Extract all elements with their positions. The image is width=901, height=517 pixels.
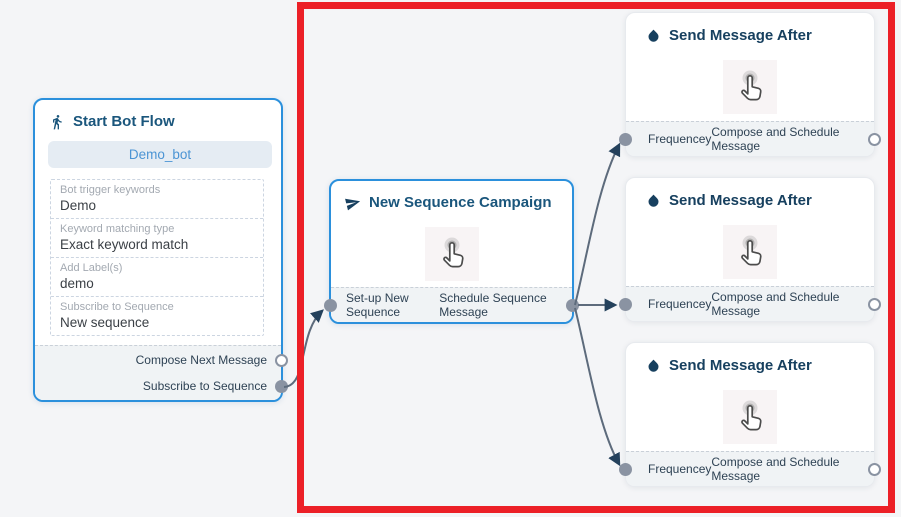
node-header: New Sequence Campaign xyxy=(331,181,572,217)
node-header: Send Message After xyxy=(626,343,874,380)
send-message-after-node-2[interactable]: Send Message After Frequencey Compose an… xyxy=(619,177,881,322)
node-header: Send Message After xyxy=(626,178,874,215)
output-port-label: Subscribe to Sequence xyxy=(142,379,267,393)
node-footer: Frequencey Compose and Schedule Message xyxy=(619,121,881,156)
edge-sequence-to-sma-3 xyxy=(574,307,621,467)
field-row[interactable]: Subscribe to Sequence New sequence xyxy=(51,297,263,335)
field-row[interactable]: Add Label(s) demo xyxy=(51,258,263,297)
new-sequence-campaign-node[interactable]: New Sequence Campaign Set-up New Sequenc… xyxy=(324,179,579,324)
input-port-label: Frequencey xyxy=(648,297,712,311)
node-title: New Sequence Campaign xyxy=(369,194,552,211)
field-value: demo xyxy=(60,276,94,291)
send-icon xyxy=(345,195,361,211)
output-port-label: Schedule Sequence Message xyxy=(439,291,547,319)
water-drop-icon xyxy=(646,28,661,43)
output-port-compose-next-message[interactable] xyxy=(275,353,288,367)
field-label: Subscribe to Sequence xyxy=(60,301,174,313)
edge-sequence-to-sma-1 xyxy=(574,142,621,306)
node-header: Start Bot Flow xyxy=(35,100,281,136)
node-title: Send Message After xyxy=(669,192,812,209)
output-port-label: Compose and Schedule Message xyxy=(711,455,840,483)
field-value: Demo xyxy=(60,198,97,213)
node-footer: Frequencey Compose and Schedule Message xyxy=(619,451,881,486)
tap-hand-icon xyxy=(741,235,762,265)
tap-hand-icon xyxy=(741,400,762,430)
start-bot-flow-node[interactable]: Start Bot Flow Demo_bot Bot trigger keyw… xyxy=(33,98,288,402)
water-drop-icon xyxy=(646,358,661,373)
input-port-setup-new-sequence[interactable] xyxy=(324,298,337,312)
output-port-schedule-sequence-message[interactable] xyxy=(566,298,579,312)
output-port-compose-and-schedule[interactable] xyxy=(868,297,881,311)
field-row[interactable]: Keyword matching type Exact keyword matc… xyxy=(51,219,263,258)
send-message-after-node-3[interactable]: Send Message After Frequencey Compose an… xyxy=(619,342,881,487)
input-port-label: Set-up New Sequence xyxy=(346,291,409,319)
field-value: Exact keyword match xyxy=(60,237,189,252)
walking-person-icon xyxy=(49,114,65,130)
send-message-after-node-1[interactable]: Send Message After Frequencey Compose an… xyxy=(619,12,881,157)
node-footer: Frequencey Compose and Schedule Message xyxy=(619,286,881,321)
output-port-compose-and-schedule[interactable] xyxy=(868,462,881,476)
node-title: Send Message After xyxy=(669,27,812,44)
output-port-label: Compose and Schedule Message xyxy=(711,290,840,318)
output-port-label: Compose Next Message xyxy=(135,353,267,367)
input-port-frequencey[interactable] xyxy=(619,462,632,476)
configure-click-area[interactable] xyxy=(723,224,777,279)
node-title: Start Bot Flow xyxy=(73,113,175,130)
node-footer: Set-up New Sequence Schedule Sequence Me… xyxy=(324,287,579,322)
field-label: Bot trigger keywords xyxy=(60,184,161,196)
input-port-label: Frequencey xyxy=(648,462,712,476)
water-drop-icon xyxy=(646,193,661,208)
fields-list: Bot trigger keywords Demo Keyword matchi… xyxy=(50,179,264,336)
configure-click-area[interactable] xyxy=(723,389,777,444)
input-port-frequencey[interactable] xyxy=(619,297,632,311)
bot-name-button[interactable]: Demo_bot xyxy=(48,141,272,168)
node-title: Send Message After xyxy=(669,357,812,374)
field-value: New sequence xyxy=(60,315,150,330)
tap-hand-icon xyxy=(741,70,762,100)
output-port-label: Compose and Schedule Message xyxy=(711,125,840,153)
field-row[interactable]: Bot trigger keywords Demo xyxy=(51,180,263,219)
configure-click-area[interactable] xyxy=(723,59,777,114)
field-label: Keyword matching type xyxy=(60,223,175,235)
field-label: Add Label(s) xyxy=(60,262,123,274)
node-header: Send Message After xyxy=(626,13,874,50)
node-footer: Compose Next Message Subscribe to Sequen… xyxy=(35,345,288,400)
configure-click-area[interactable] xyxy=(424,226,479,281)
input-port-label: Frequencey xyxy=(648,132,712,146)
output-port-compose-and-schedule[interactable] xyxy=(868,132,881,146)
tap-hand-icon xyxy=(442,237,464,267)
edge-start-to-sequence xyxy=(283,309,324,388)
output-port-subscribe-to-sequence[interactable] xyxy=(275,379,288,393)
input-port-frequencey[interactable] xyxy=(619,132,632,146)
